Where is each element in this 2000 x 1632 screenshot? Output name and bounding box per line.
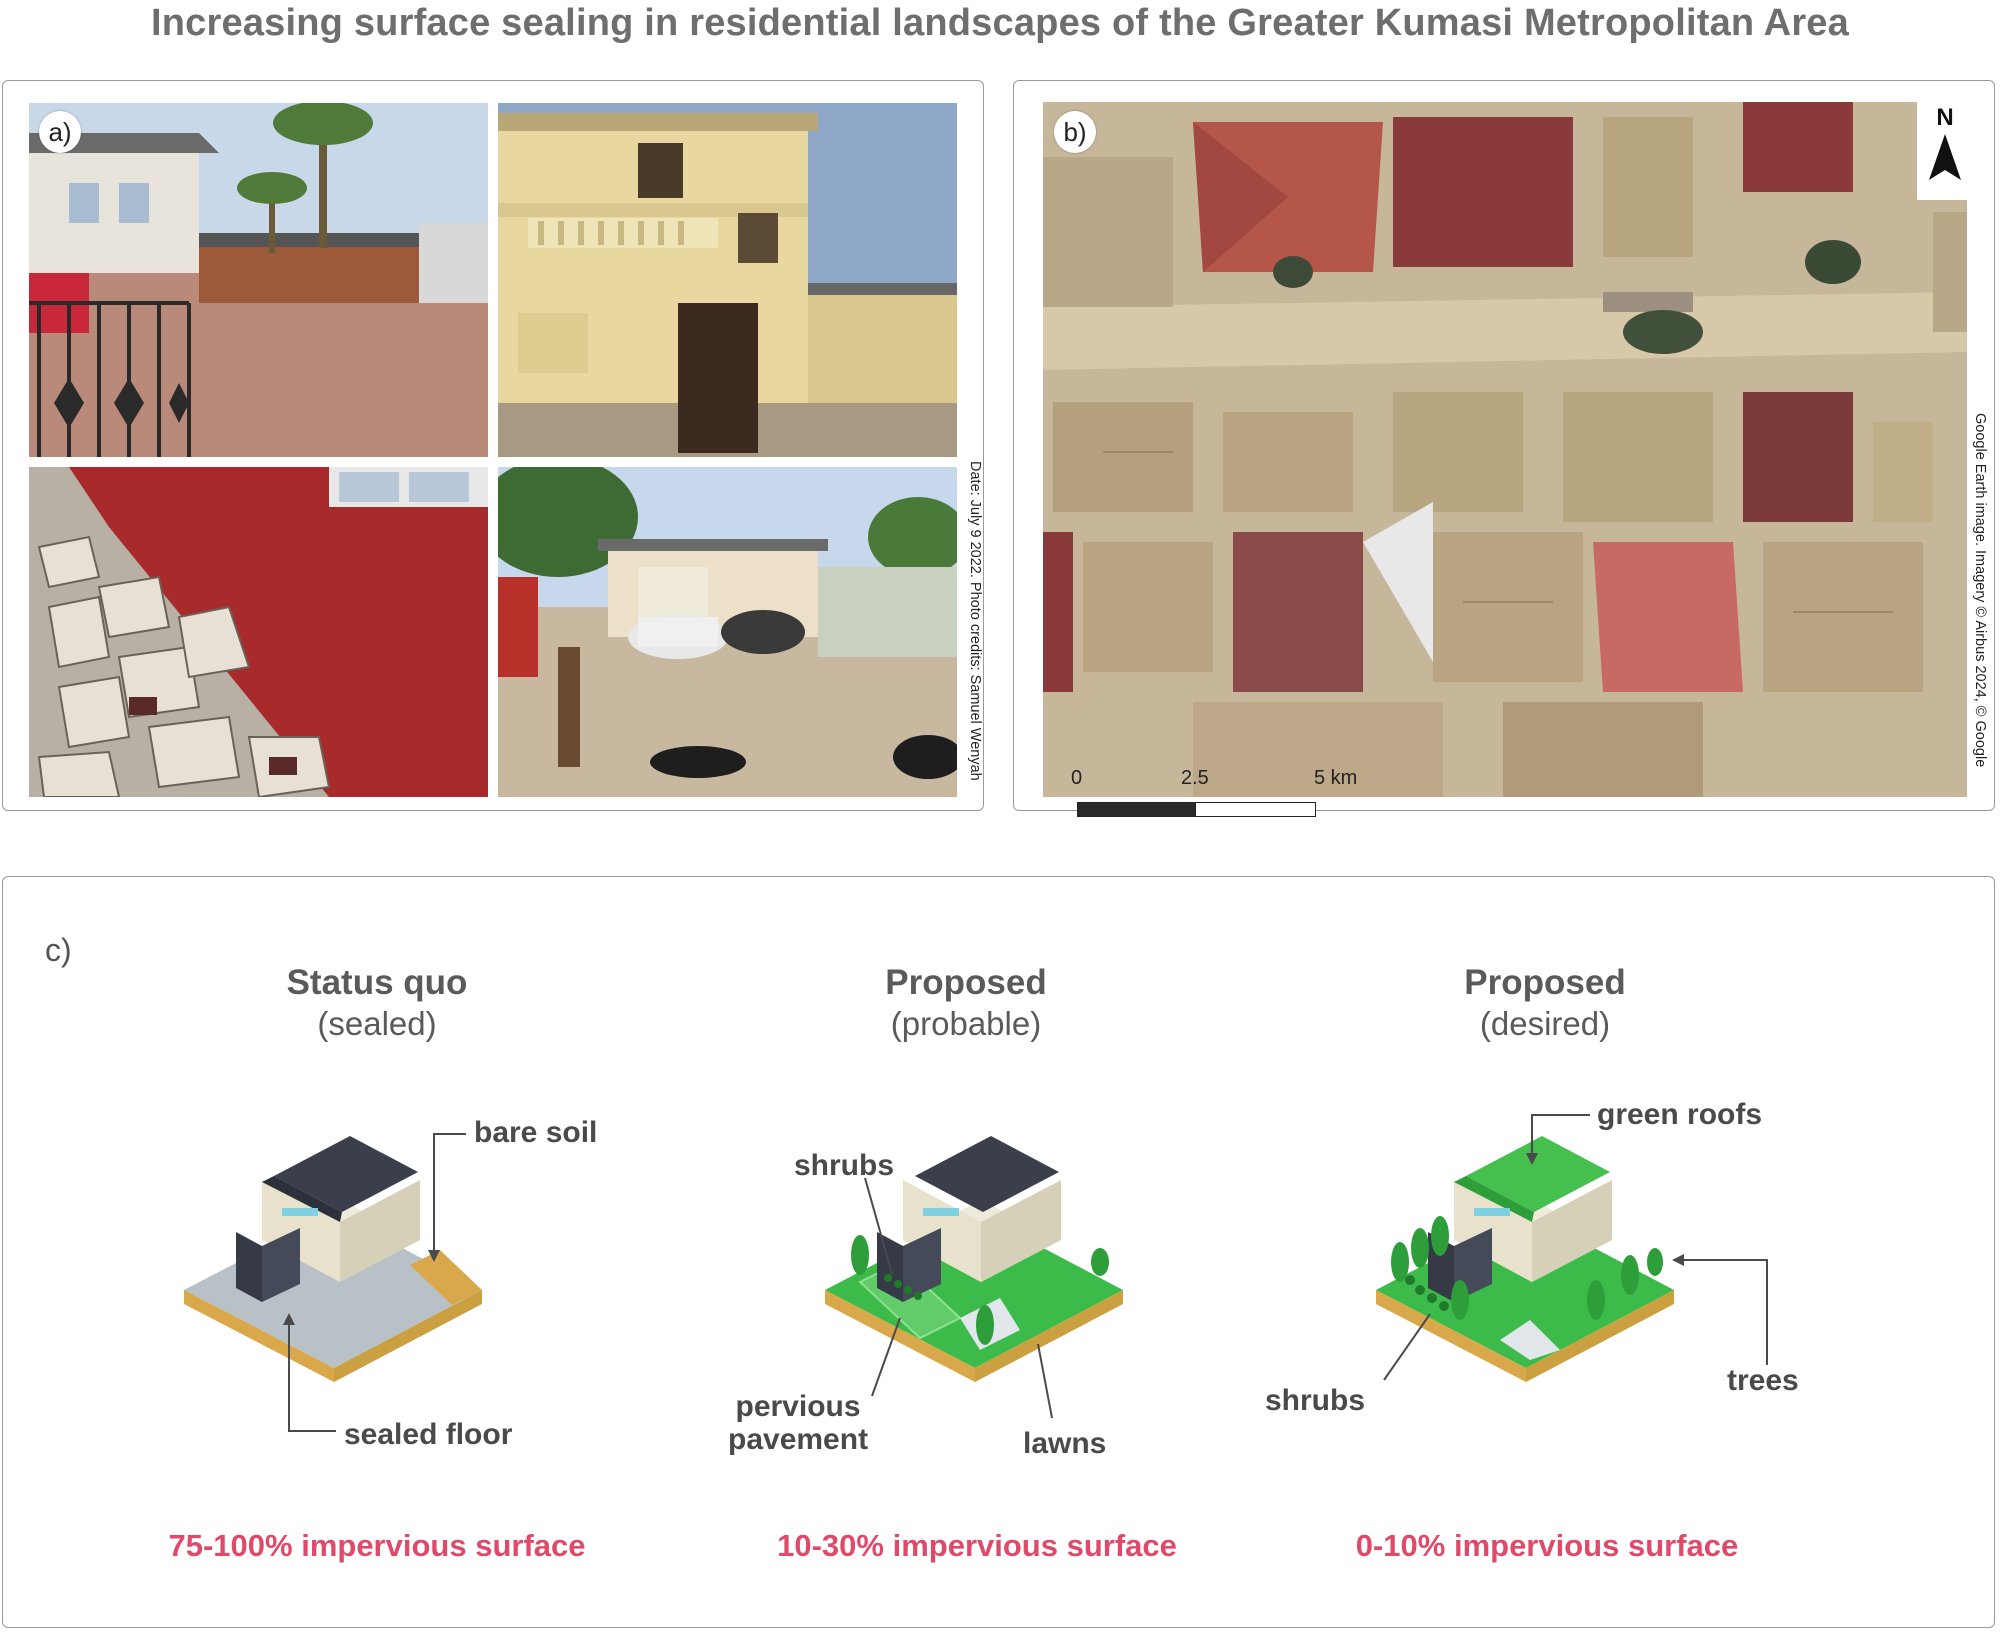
impervious-sealed: 75-100% impervious surface <box>168 1528 586 1563</box>
label-shrubs-desired: shrubs <box>1265 1384 1366 1417</box>
scenario-2-heading: Proposed (probable) <box>756 963 1176 1043</box>
label-sealed-floor: sealed floor <box>344 1418 513 1451</box>
impervious-probable: 10-30% impervious surface <box>777 1528 1177 1563</box>
photo-mosaic-floor <box>29 467 488 797</box>
scale-bar-dark <box>1077 802 1197 817</box>
north-arrow-icon <box>1929 134 1961 180</box>
panel-b-label: b) <box>1054 111 1096 153</box>
panel-a: a) Date: July 9 2022. Photo credits: Sam… <box>2 80 984 811</box>
imagery-credit: Google Earth image. Imagery © Airbus 202… <box>1972 413 1988 768</box>
scenario-3-title: Proposed <box>1464 963 1626 1002</box>
panel-c-label: c) <box>45 932 72 968</box>
scenario-1-title: Status quo <box>286 963 468 1002</box>
scenario-2-subtitle: (probable) <box>890 1005 1042 1042</box>
scale-tick-2-5: 2.5 <box>1181 767 1209 789</box>
scenario-3-subtitle: (desired) <box>1479 1005 1611 1042</box>
scenario-1-heading: Status quo (sealed) <box>167 963 587 1043</box>
photo-courtyard-cars <box>498 467 957 797</box>
label-pervious-pavement: pervious pavement <box>728 1390 869 1456</box>
label-lawns: lawns <box>1023 1427 1107 1460</box>
panel-a-label: a) <box>39 111 81 153</box>
label-bare-soil: bare soil <box>474 1116 598 1149</box>
impervious-desired: 0-10% impervious surface <box>1355 1528 1739 1563</box>
photo-house-gate <box>29 103 488 457</box>
scale-bar-light <box>1195 802 1316 817</box>
north-arrow: N <box>1917 100 1973 200</box>
scale-tick-0: 0 <box>1071 767 1083 789</box>
scenario-3-heading: Proposed (desired) <box>1335 963 1755 1043</box>
figure-title: Increasing surface sealing in residentia… <box>151 2 1849 44</box>
satellite-image <box>1043 102 1967 797</box>
scenario-1-subtitle: (sealed) <box>317 1005 437 1042</box>
label-trees: trees <box>1727 1364 1799 1397</box>
label-green-roofs: green roofs <box>1597 1098 1763 1131</box>
photo-yellow-house <box>498 103 957 457</box>
label-shrubs-probable: shrubs <box>794 1149 895 1182</box>
scenario-2-title: Proposed <box>885 963 1047 1002</box>
panel-b: b) 0 2.5 5 km Google Earth image. Imager… <box>1013 80 1995 817</box>
scale-tick-5km: 5 km <box>1314 767 1358 789</box>
photo-credit: Date: July 9 2022. Photo credits: Samuel… <box>967 461 983 781</box>
north-label: N <box>1936 104 1954 131</box>
